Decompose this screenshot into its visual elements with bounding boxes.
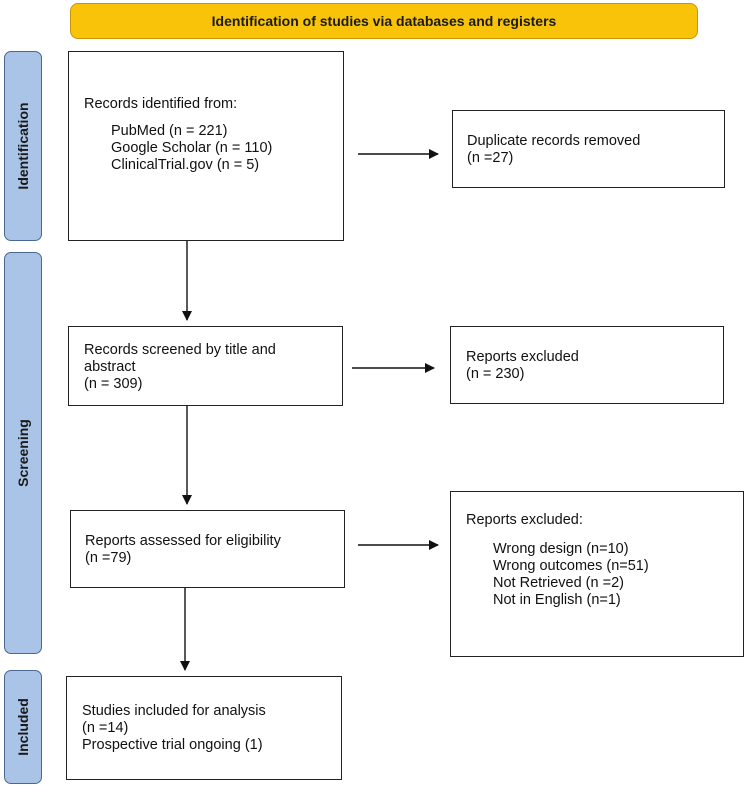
reports-assessed-count: (n =79) <box>85 550 132 566</box>
stage-screening: Screening <box>4 252 42 654</box>
source-google-scholar: Google Scholar (n = 110) <box>111 140 273 156</box>
studies-included-box: Studies included for analysis (n =14) Pr… <box>66 676 342 780</box>
stage-included: Included <box>4 670 42 784</box>
source-clinicaltrial: ClinicalTrial.gov (n = 5) <box>111 157 260 173</box>
records-screened-count: (n = 309) <box>84 376 143 392</box>
reports-excluded-screening-label: Reports excluded <box>466 349 579 365</box>
reason-not-retrieved: Not Retrieved (n =2) <box>493 575 624 591</box>
records-identified-heading: Records identified from: <box>84 96 238 112</box>
reports-excluded-eligibility-heading: Reports excluded: <box>466 512 583 528</box>
reports-assessed-label: Reports assessed for eligibility <box>85 533 281 549</box>
duplicates-removed-label: Duplicate records removed <box>467 133 641 149</box>
studies-ongoing-trial: Prospective trial ongoing (1) <box>82 737 263 753</box>
reports-excluded-screening-count: (n = 230) <box>466 366 525 382</box>
stage-identification: Identification <box>4 51 42 241</box>
reports-excluded-screening-box: Reports excluded (n = 230) <box>450 326 724 404</box>
header-title: Identification of studies via databases … <box>211 13 557 29</box>
reason-wrong-outcomes: Wrong outcomes (n=51) <box>493 558 649 574</box>
reason-wrong-design: Wrong design (n=10) <box>493 541 629 557</box>
reports-excluded-eligibility-box: Reports excluded: Wrong design (n=10) Wr… <box>450 491 744 657</box>
records-screened-box: Records screened by title and abstract (… <box>68 326 343 406</box>
source-pubmed: PubMed (n = 221) <box>111 123 228 139</box>
studies-included-count: (n =14) <box>82 720 129 736</box>
studies-included-label: Studies included for analysis <box>82 703 266 719</box>
records-screened-label-cont: abstract <box>84 359 136 375</box>
reason-not-in-english: Not in English (n=1) <box>493 592 621 608</box>
duplicates-removed-box: Duplicate records removed (n =27) <box>452 110 725 188</box>
header-banner: Identification of studies via databases … <box>70 3 698 39</box>
records-identified-box: Records identified from: PubMed (n = 221… <box>68 51 344 241</box>
records-screened-label: Records screened by title and <box>84 342 276 358</box>
reports-assessed-box: Reports assessed for eligibility (n =79) <box>70 510 345 588</box>
duplicates-removed-count: (n =27) <box>467 150 514 166</box>
